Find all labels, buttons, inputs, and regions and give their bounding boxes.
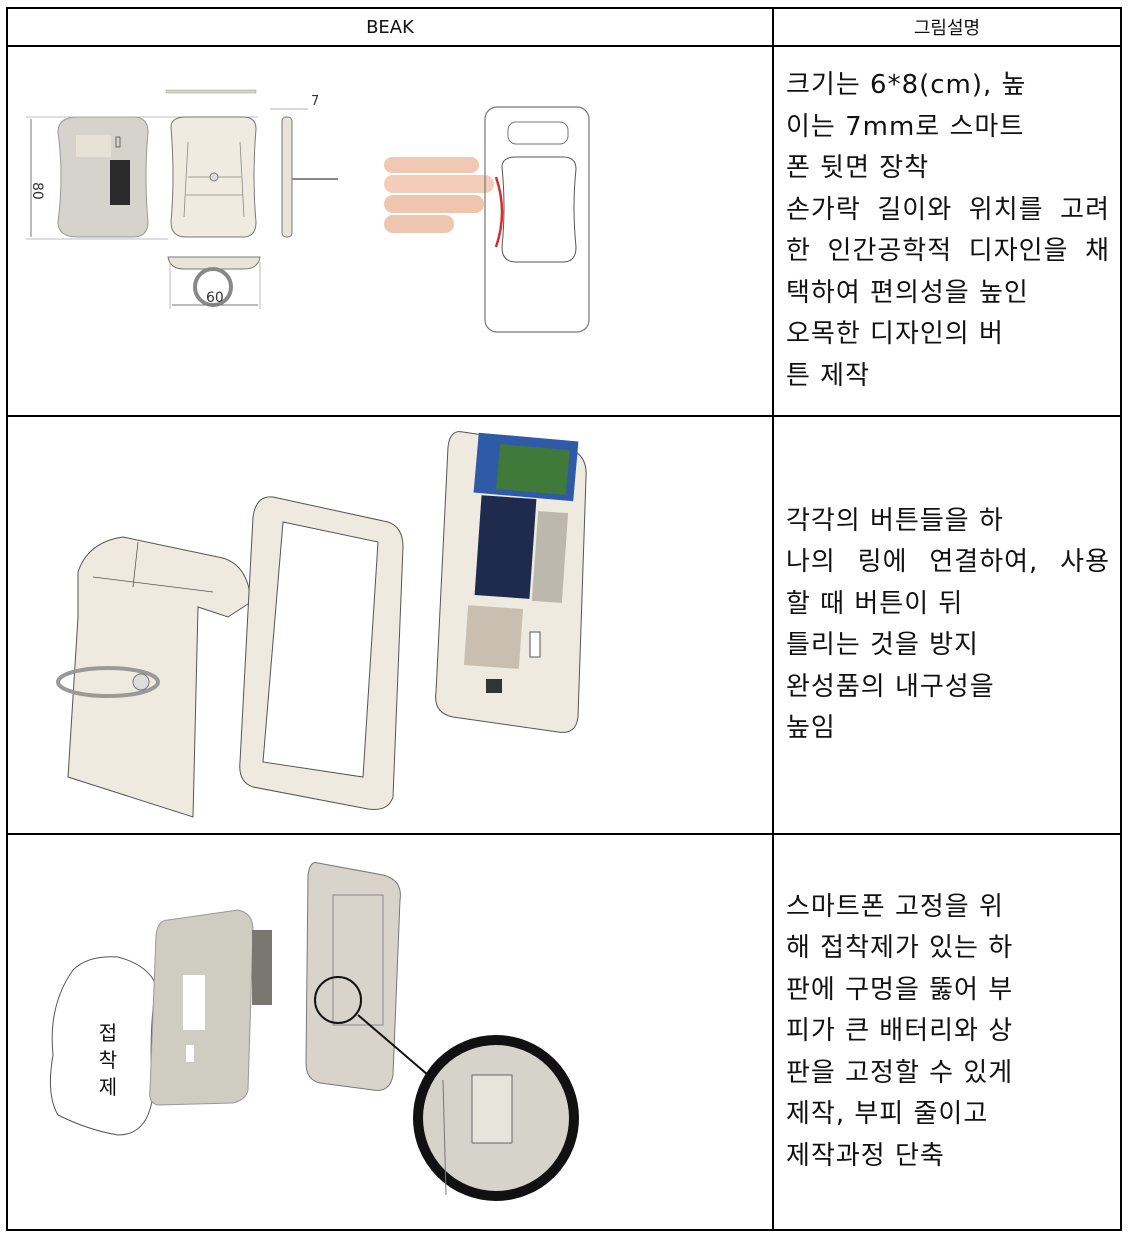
description-line: 폰 뒷면 장착 <box>786 153 930 183</box>
header-figure-description: 그림설명 <box>772 7 1122 47</box>
description-line: 높임 <box>786 713 836 743</box>
description-line: 튼 제작 <box>786 360 871 391</box>
description-line: 스마트폰 고정을 위 <box>786 891 1004 922</box>
finger-illustration <box>384 157 494 233</box>
description-line: 오목한 디자인의 버 <box>786 319 1004 349</box>
exploded-assembly-figure <box>8 417 772 833</box>
description-line: 제작과정 단축 <box>786 1140 945 1171</box>
width-label: 60 <box>206 290 224 306</box>
description-cell: 크기는 6*8(cm), 높 이는 7mm로 스마트 폰 뒷면 장착 손가락 길… <box>772 45 1122 417</box>
table-row: 80 7 <box>6 45 1122 417</box>
description-line: 크기는 6*8(cm), 높 <box>786 70 1027 100</box>
description-cell: 각각의 버튼들을 하 나의 링에 연결하여, 사용 할 때 버튼이 뒤 틀리는 … <box>772 415 1122 835</box>
beak-description-table: BEAK 그림설명 80 <box>6 7 1122 1231</box>
thickness-label: 7 <box>311 94 319 109</box>
description-line: 택하여 편의성을 높인 <box>786 277 1029 308</box>
adhesive-label-2: 착 <box>99 1048 117 1072</box>
adhesive-plate-figure: 접 착 제 <box>8 835 772 1229</box>
description-line: 완성품의 내구성을 <box>786 671 995 702</box>
figure-cell <box>6 415 774 835</box>
description-line: 이는 7mm로 스마트 <box>786 111 1025 142</box>
description-line: 한 인간공학적 디자인을 채 <box>786 236 1110 266</box>
concave-button-highlight <box>494 176 504 248</box>
header-row: BEAK 그림설명 <box>6 7 1122 47</box>
description-line: 할 때 버튼이 뒤 <box>786 588 964 619</box>
adhesive-label-3: 제 <box>99 1075 117 1099</box>
figure-cell: 80 7 <box>6 45 774 417</box>
adhesive-plate-image: 접 착 제 <box>49 862 579 1201</box>
height-label: 80 <box>29 182 45 200</box>
header-beak: BEAK <box>6 7 774 47</box>
table-row: 접 착 제 <box>6 833 1122 1231</box>
description-line: 판에 구멍을 뚫어 부 <box>786 974 1014 1005</box>
description-line: 제작, 부피 줄이고 <box>786 1099 989 1130</box>
description-line: 해 접착제가 있는 하 <box>786 933 1014 964</box>
description-line: 틀리는 것을 방지 <box>786 630 979 660</box>
description-line: 손가락 길이와 위치를 고려 <box>786 194 1110 225</box>
description-cell: 스마트폰 고정을 위 해 접착제가 있는 하 판에 구멍을 뚫어 부 피가 큰 … <box>772 833 1122 1231</box>
description-line: 나의 링에 연결하여, 사용 <box>786 547 1110 577</box>
description-line: 각각의 버튼들을 하 <box>786 505 1004 536</box>
adhesive-label-1: 접 <box>99 1021 117 1045</box>
dimension-drawing-image: 80 7 <box>26 89 590 333</box>
table-row: 각각의 버튼들을 하 나의 링에 연결하여, 사용 할 때 버튼이 뒤 틀리는 … <box>6 415 1122 835</box>
figure-cell: 접 착 제 <box>6 833 774 1231</box>
dimension-drawing-figure: 80 7 <box>8 47 772 415</box>
description-line: 판을 고정할 수 있게 <box>786 1057 1014 1088</box>
exploded-assembly-image <box>56 431 587 818</box>
description-line: 피가 큰 배터리와 상 <box>786 1016 1014 1047</box>
